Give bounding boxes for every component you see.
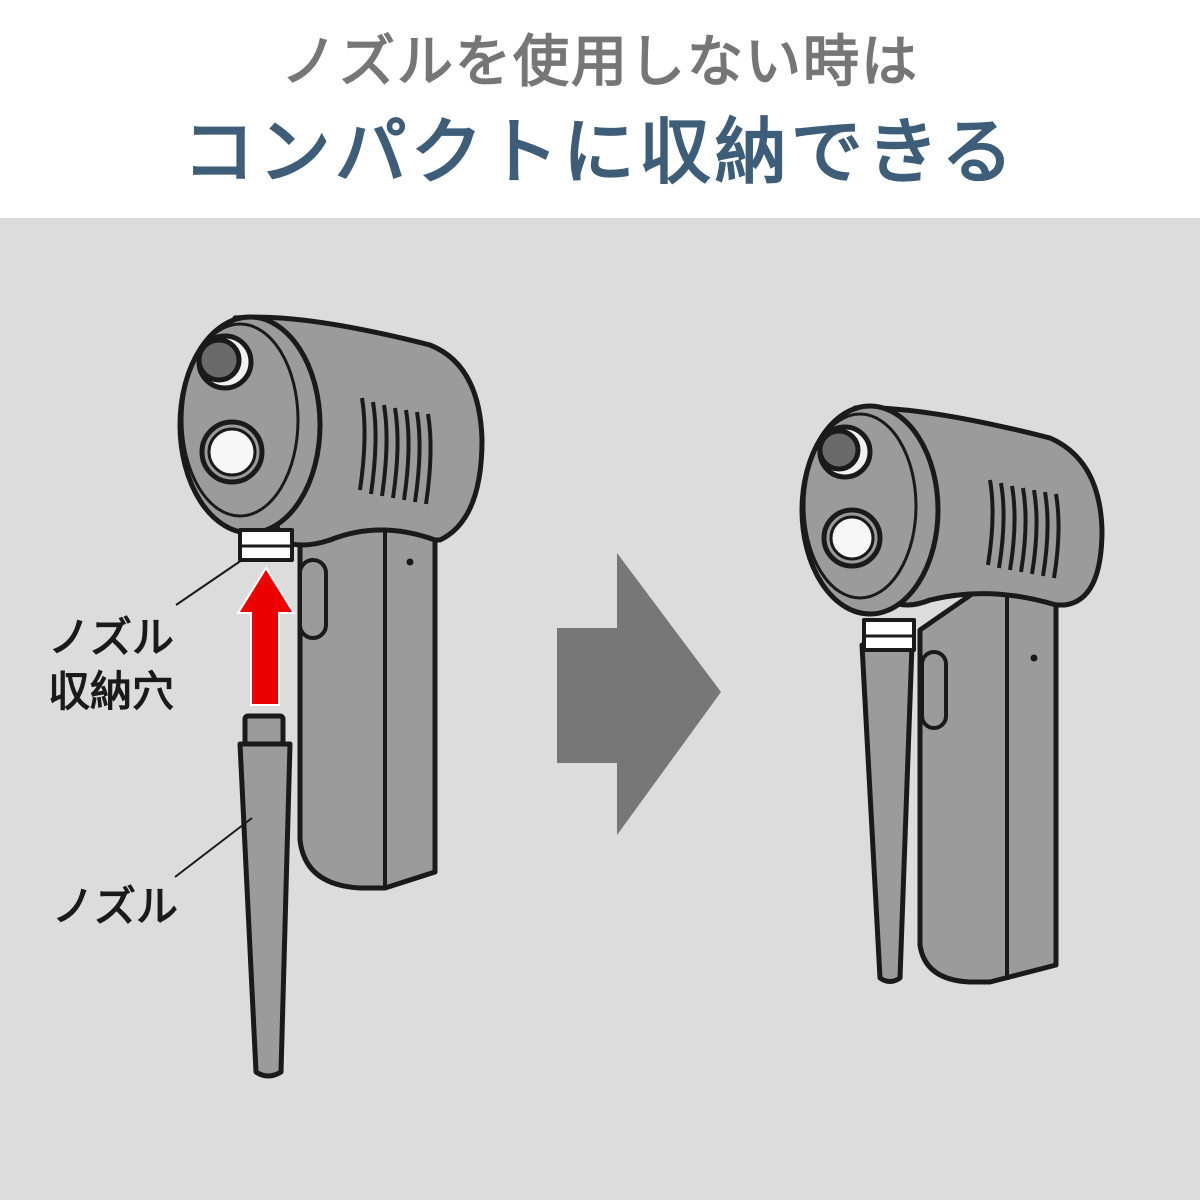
illustration-area: ノズル 収納穴 ノズル: [0, 218, 1200, 1200]
nozzle-label: ノズル: [52, 882, 179, 931]
page-title: コンパクトに収納できる: [182, 110, 1018, 194]
nozzle-storage-hole-label: ノズル 収納穴: [48, 613, 175, 716]
nozzle-detached: [237, 713, 293, 1079]
illustration: [174, 314, 1105, 1079]
header: ノズルを使用しない時は コンパクトに収納できる: [0, 0, 1200, 218]
arrow-up-icon: [236, 566, 296, 706]
subtitle: ノズルを使用しない時は: [281, 30, 919, 95]
arrow-right-icon: [557, 553, 721, 835]
device-before: [177, 314, 485, 891]
device-after: [799, 403, 1105, 985]
